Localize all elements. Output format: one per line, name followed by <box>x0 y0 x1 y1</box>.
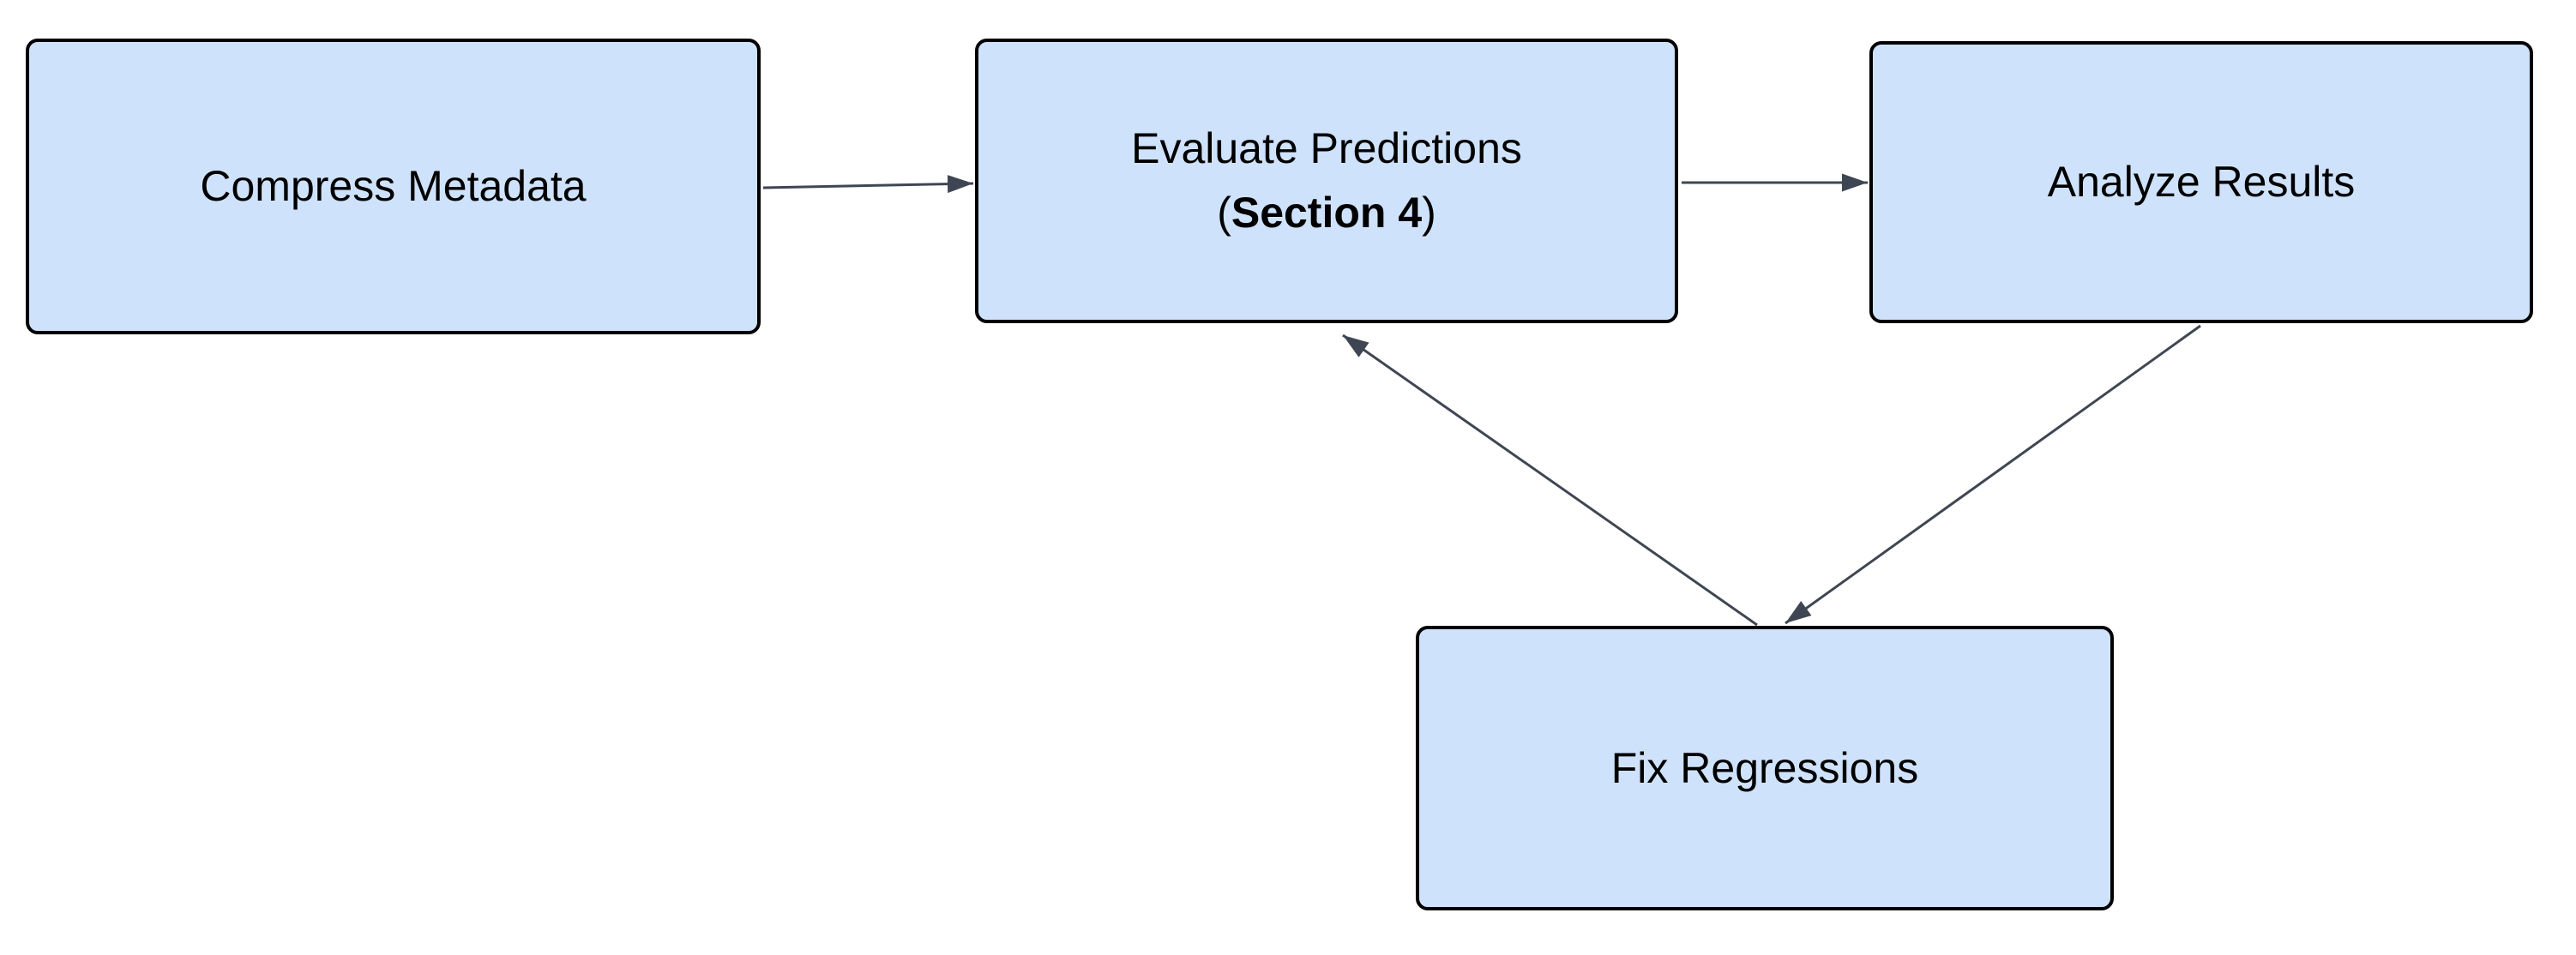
node-label: Analyze Results <box>2047 158 2356 206</box>
paren-close: ) <box>1422 189 1436 237</box>
edge-fix-to-evaluate <box>1342 333 1758 627</box>
node-label: Compress Metadata <box>200 162 587 210</box>
node-fix-regressions: Fix Regressions <box>1416 626 2114 910</box>
edge-compress-to-evaluate <box>762 175 974 194</box>
node-analyze-results: Analyze Results <box>1869 41 2533 323</box>
paren-open: ( <box>1217 189 1231 237</box>
node-label-line2: (Section 4) <box>1131 181 1522 245</box>
edge-analyze-to-fix <box>1785 324 2201 625</box>
node-evaluate-predictions: Evaluate Predictions (Section 4) <box>975 39 1678 323</box>
node-label: Evaluate Predictions (Section 4) <box>1131 117 1522 245</box>
section-reference: Section 4 <box>1231 189 1423 237</box>
node-label: Fix Regressions <box>1610 743 1919 792</box>
node-label-line1: Evaluate Predictions <box>1131 124 1522 172</box>
node-compress-metadata: Compress Metadata <box>26 39 761 334</box>
